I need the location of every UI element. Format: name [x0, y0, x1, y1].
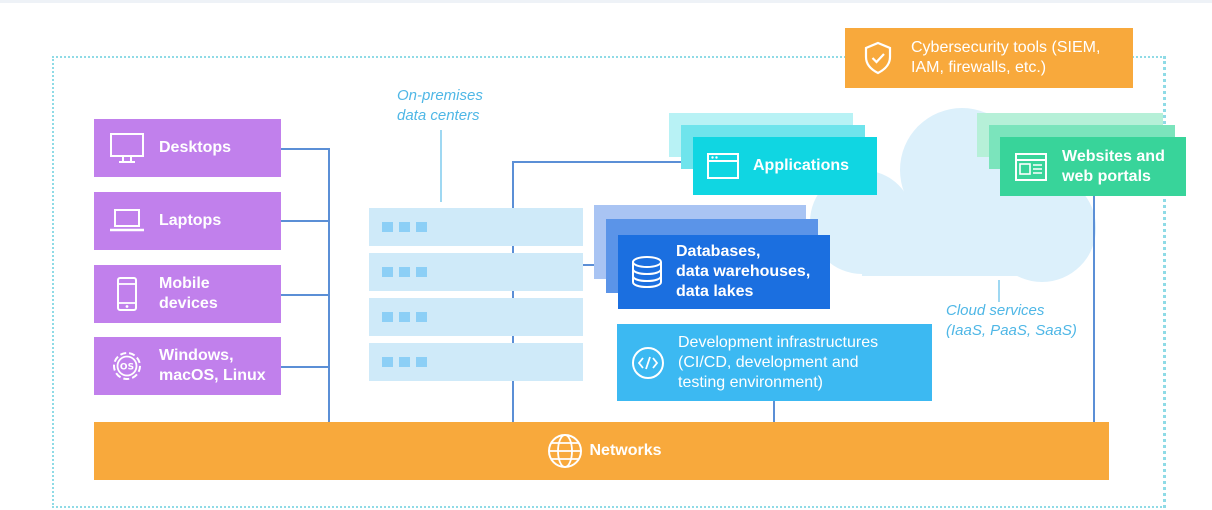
app-window-icon — [693, 152, 753, 180]
code-icon — [617, 346, 678, 380]
svg-text:OS: OS — [119, 363, 133, 373]
device-os-line2: macOS, Linux — [159, 367, 266, 384]
connector-devinfra — [773, 401, 775, 422]
server-rack-3 — [369, 298, 583, 336]
device-mobile-line1: Mobile — [159, 275, 210, 292]
on-premises-line1: On-premises — [397, 87, 483, 104]
databases-line2: data warehouses, — [676, 263, 811, 280]
networks-label: Networks — [589, 442, 662, 459]
web-page-icon — [1000, 152, 1062, 182]
cybersecurity-line1: Cybersecurity tools (SIEM, — [911, 39, 1101, 56]
applications-box: Applications — [693, 137, 877, 195]
connector-applications — [512, 161, 693, 163]
databases-line1: Databases, — [676, 243, 761, 260]
laptop-icon — [94, 208, 159, 234]
device-os: OS Windows, macOS, Linux — [94, 337, 281, 395]
connector-os — [281, 366, 330, 368]
connector-laptops — [281, 220, 330, 222]
device-desktops-label: Desktops — [159, 139, 232, 156]
connector-onprem-label — [440, 130, 442, 202]
connector-devices-trunk — [328, 148, 330, 422]
connector-center-trunk — [512, 161, 514, 422]
devinfra-line1: Development infrastructures — [678, 333, 879, 351]
database-icon — [618, 255, 676, 289]
device-laptops-label: Laptops — [159, 212, 222, 229]
cloud-line2: (IaaS, PaaS, SaaS) — [946, 322, 1077, 339]
cybersecurity-line2: IAM, firewalls, etc.) — [911, 59, 1047, 76]
on-premises-label: On-premises data centers — [397, 86, 483, 126]
databases-box: Databases, data warehouses, data lakes — [618, 235, 830, 309]
networks-bar: Networks — [94, 422, 1109, 480]
devinfra-line3: testing environment) — [678, 373, 823, 391]
device-os-line1: Windows, — [159, 347, 234, 364]
websites-line1: Websites and — [1062, 147, 1165, 165]
connector-cloud-label — [998, 280, 1000, 302]
cloud-services-label: Cloud services (IaaS, PaaS, SaaS) — [946, 301, 1077, 341]
websites-line2: web portals — [1062, 167, 1151, 185]
cybersecurity-tools-box: Cybersecurity tools (SIEM, IAM, firewall… — [845, 28, 1133, 88]
top-divider — [0, 0, 1212, 3]
websites-box: Websites and web portals — [1000, 137, 1186, 196]
device-desktops: Desktops — [94, 119, 281, 177]
databases-line3: data lakes — [676, 283, 754, 300]
device-mobile-line2: devices — [159, 295, 218, 312]
mobile-phone-icon — [94, 276, 159, 312]
cloud-line1: Cloud services — [946, 302, 1045, 319]
on-premises-line2: data centers — [397, 107, 480, 124]
connector-mobile — [281, 294, 330, 296]
device-mobile: Mobile devices — [94, 265, 281, 323]
server-rack-1 — [369, 208, 583, 246]
infrastructure-boundary — [52, 56, 1166, 508]
applications-label: Applications — [753, 157, 850, 174]
devinfra-line2: (CI/CD, development and — [678, 353, 859, 371]
os-gear-icon: OS — [94, 347, 159, 385]
device-laptops: Laptops — [94, 192, 281, 250]
desktop-monitor-icon — [94, 132, 159, 164]
connector-desktops — [281, 148, 330, 150]
globe-icon — [541, 433, 589, 469]
server-rack-2 — [369, 253, 583, 291]
shield-check-icon — [845, 41, 911, 75]
dev-infrastructures-box: Development infrastructures (CI/CD, deve… — [617, 324, 932, 401]
connector-websites — [1093, 196, 1095, 422]
server-rack-4 — [369, 343, 583, 381]
